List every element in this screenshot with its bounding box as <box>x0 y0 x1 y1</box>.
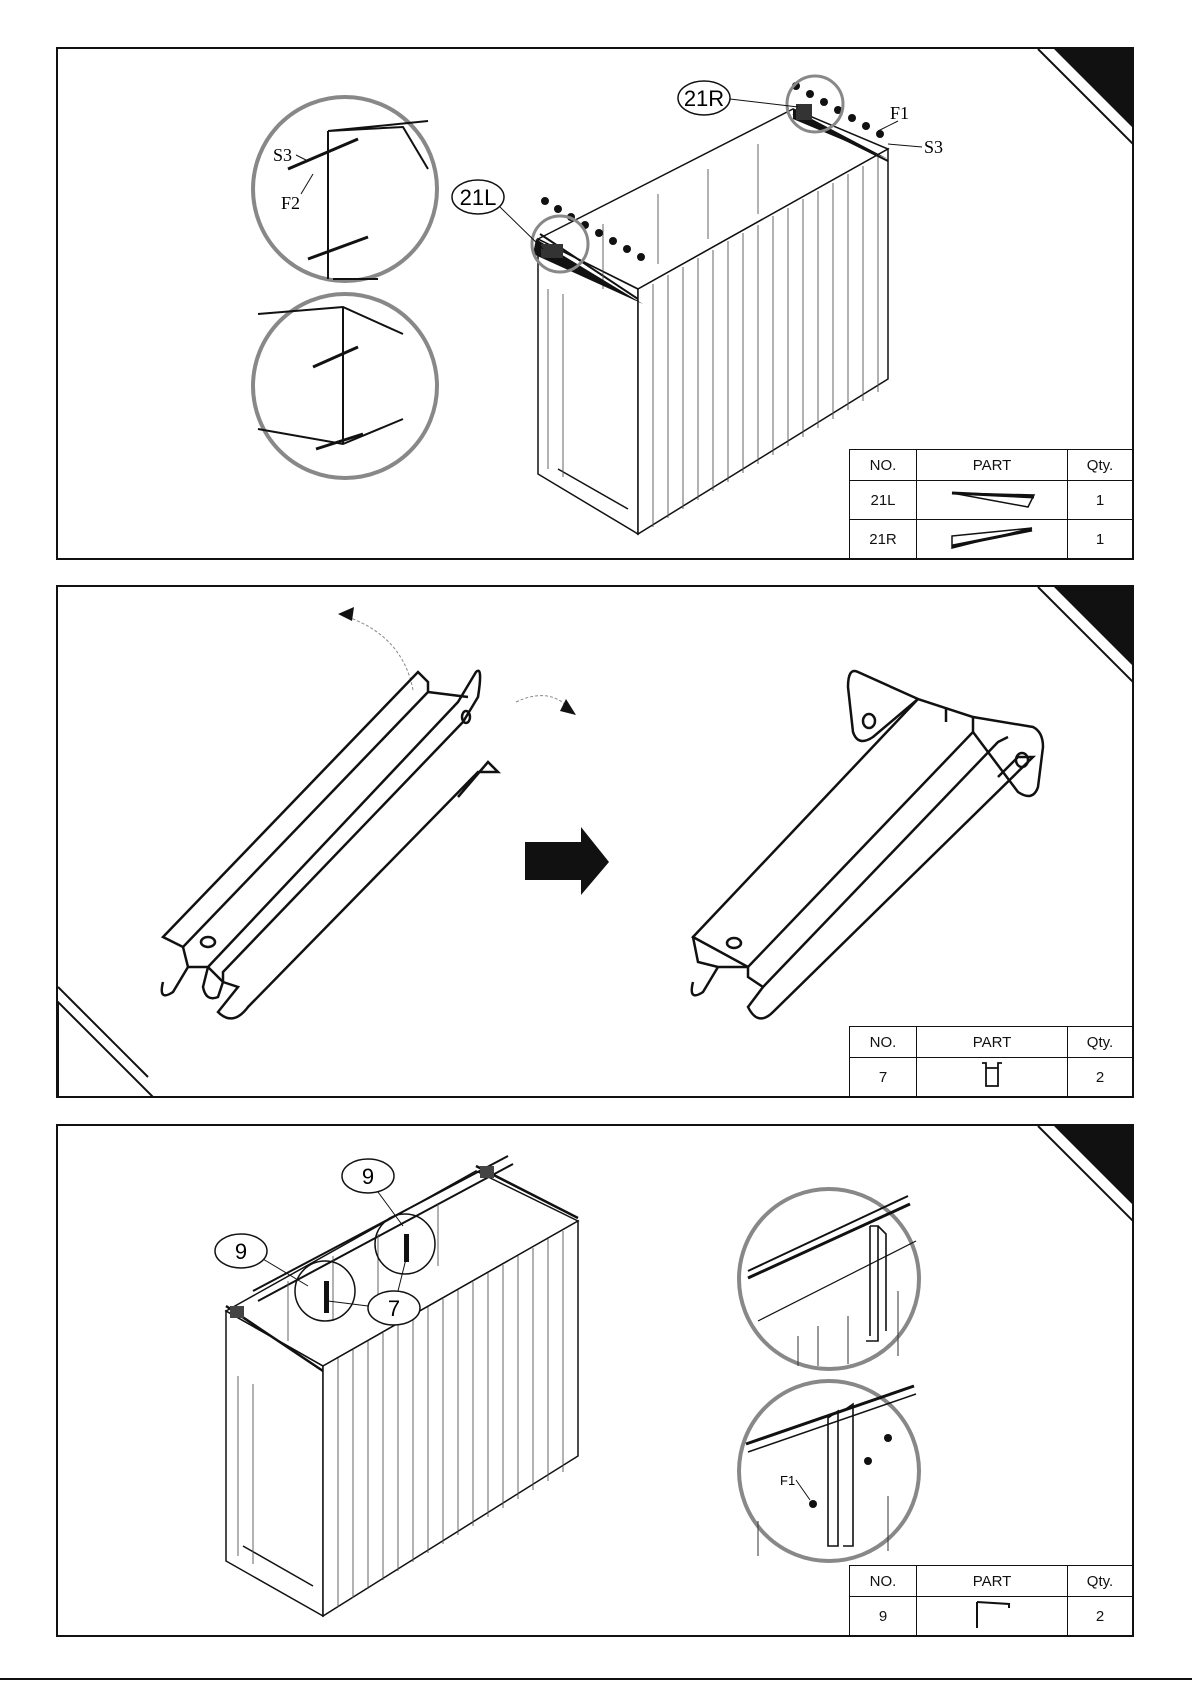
callout-21r: 21R <box>684 86 724 111</box>
channel-folded <box>692 671 1043 1018</box>
part-qty: 1 <box>1068 481 1133 520</box>
part-image-21r <box>917 520 1068 559</box>
header-qty: Qty. <box>1068 450 1133 481</box>
header-qty: Qty. <box>1068 1566 1133 1597</box>
transition-arrow <box>525 827 609 895</box>
rotate-arrow-up <box>348 617 413 690</box>
header-part: PART <box>917 450 1068 481</box>
table-row: 21L 1 <box>850 481 1133 520</box>
step-panel-3: 9 9 7 F1 <box>56 1124 1134 1637</box>
callout-21l: 21L <box>460 185 497 210</box>
bracket-9-left <box>324 1281 329 1313</box>
table-row: 9 2 <box>850 1597 1133 1636</box>
callout-9-upper: 9 <box>362 1164 374 1189</box>
table-row: 21R 1 <box>850 520 1133 559</box>
step-corner-marker <box>1054 49 1134 131</box>
roof-bracket-install-illustration: 9 9 7 F1 <box>58 1126 1134 1637</box>
header-no: NO. <box>850 1566 917 1597</box>
parts-table-step1: NO. PART Qty. 21L 1 21R 1 <box>849 449 1133 559</box>
part-image-21l <box>917 481 1068 520</box>
callout-f2: F2 <box>281 193 300 213</box>
detail-circle-lower <box>739 1381 919 1561</box>
part-number: 9 <box>850 1597 917 1636</box>
part-qty: 2 <box>1068 1597 1133 1636</box>
page-bottom-rule <box>0 1678 1192 1680</box>
channel-unfolded <box>162 671 498 1019</box>
detail-circle-upper <box>739 1189 919 1369</box>
part-image-7 <box>917 1058 1068 1097</box>
table-row: 7 2 <box>850 1058 1133 1097</box>
header-no: NO. <box>850 450 917 481</box>
part-number: 21L <box>850 481 917 520</box>
bracket-folding-illustration <box>58 587 1134 1098</box>
header-part: PART <box>917 1027 1068 1058</box>
parts-table-step2: NO. PART Qty. 7 2 <box>849 1026 1133 1097</box>
callout-s3-right: S3 <box>924 137 943 157</box>
parts-table-step3: NO. PART Qty. 9 2 <box>849 1565 1133 1636</box>
part-image-9 <box>917 1597 1068 1636</box>
step-corner-marker <box>1054 1126 1134 1208</box>
callout-9-lower: 9 <box>235 1239 247 1264</box>
callout-s3-left: S3 <box>273 145 292 165</box>
part-number: 21R <box>850 520 917 559</box>
step-panel-2: NO. PART Qty. 7 2 <box>56 585 1134 1098</box>
header-qty: Qty. <box>1068 1027 1133 1058</box>
header-no: NO. <box>850 1027 917 1058</box>
header-part: PART <box>917 1566 1068 1597</box>
part-qty: 1 <box>1068 520 1133 559</box>
part-qty: 2 <box>1068 1058 1133 1097</box>
detail-circle-lower <box>253 294 437 478</box>
step-panel-1: S3 F2 <box>56 47 1134 560</box>
step-corner-marker <box>1054 587 1134 669</box>
rotate-arrow-right <box>516 696 568 707</box>
callout-7: 7 <box>388 1296 400 1321</box>
callout-f1: F1 <box>890 103 909 123</box>
callout-f1: F1 <box>780 1473 795 1488</box>
part-number: 7 <box>850 1058 917 1097</box>
detail-circle-upper <box>253 97 437 281</box>
